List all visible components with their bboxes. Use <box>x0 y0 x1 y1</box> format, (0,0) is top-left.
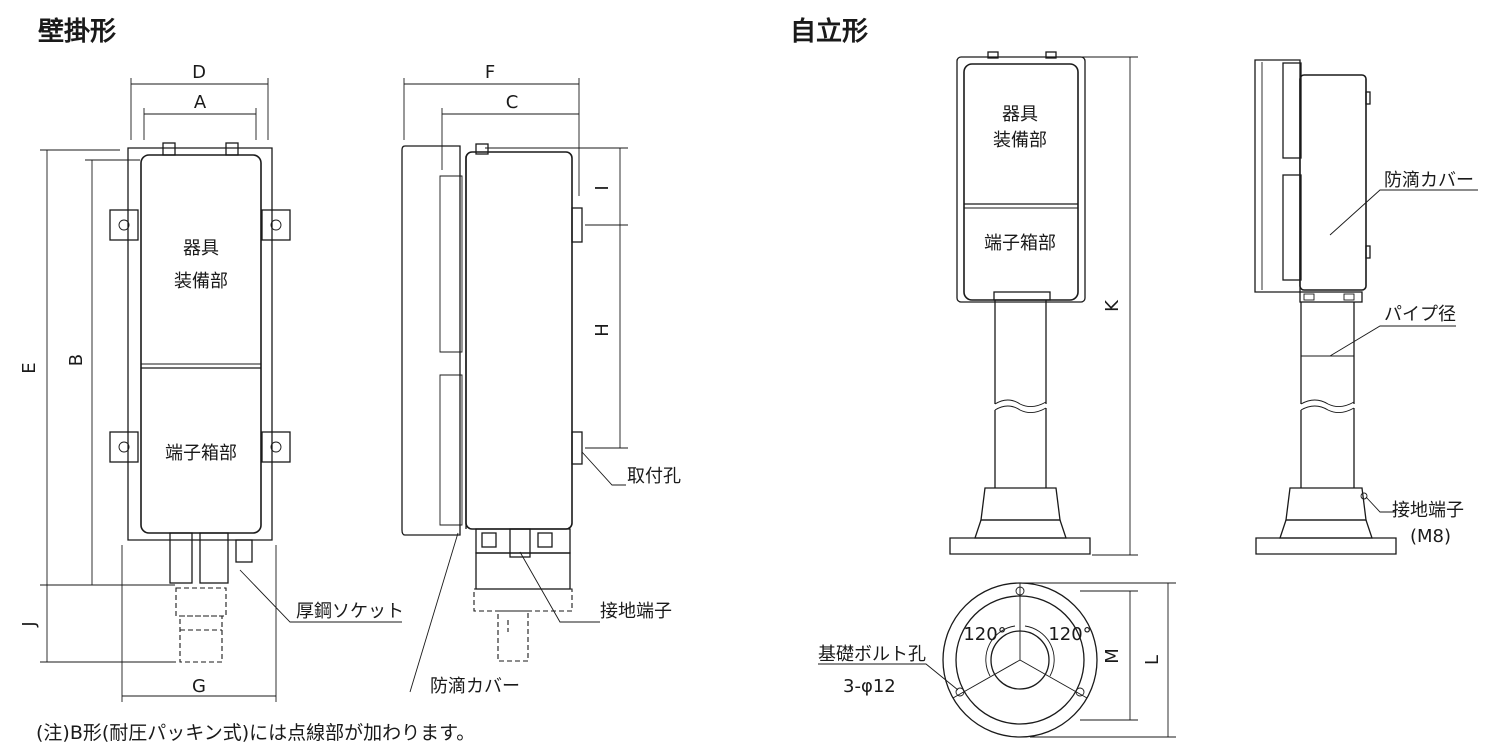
label-bolt-spec: 3-φ12 <box>843 676 896 697</box>
dim-L: L <box>1142 655 1163 665</box>
label-instrument-stand-line1: 器具 <box>1002 104 1038 125</box>
label-mount-hole: 取付孔 <box>627 466 681 487</box>
footnote: (注)B形(耐圧パッキン式)には点線部が加わります。 <box>36 722 475 744</box>
label-thick-socket: 厚鋼ソケット <box>296 601 404 622</box>
label-instrument-line1: 器具 <box>183 238 219 259</box>
side-enclosure-body <box>465 151 573 530</box>
stand-front-view: 器具 装備部 端子箱部 K <box>949 51 1138 556</box>
dim-A: A <box>194 92 207 113</box>
label-ground-terminal-wall: 接地端子 <box>600 601 672 622</box>
wall-front-dimensions: D A E B J G <box>19 62 277 702</box>
label-angle-120-right: 120° <box>1048 624 1091 645</box>
dim-M: M <box>1102 648 1123 664</box>
label-terminal-box-stand: 端子箱部 <box>984 233 1056 254</box>
dim-J: J <box>19 621 40 627</box>
enclosure-body <box>140 154 262 534</box>
wall-side-view: 取付孔 接地端子 防滴カバー <box>401 143 681 697</box>
title-free-standing: 自立形 <box>790 16 868 47</box>
stand-side-view: パイプ径 防滴カバー 接地端子 (M8) <box>1254 59 1478 555</box>
label-ground-terminal-stand: 接地端子 <box>1392 500 1464 521</box>
dim-I: I <box>592 185 613 190</box>
label-instrument-stand-line2: 装備部 <box>993 130 1047 151</box>
label-drip-cover-stand: 防滴カバー <box>1384 170 1474 191</box>
dim-G: G <box>192 676 206 697</box>
label-angle-120-left: 120° <box>963 624 1006 645</box>
label-foundation-bolt: 基礎ボルト孔 <box>818 644 926 665</box>
dim-E: E <box>19 362 40 373</box>
label-instrument-line2: 装備部 <box>174 271 228 292</box>
label-terminal-box: 端子箱部 <box>165 443 237 464</box>
title-wall-mount: 壁掛形 <box>38 16 116 47</box>
label-pipe-diameter: パイプ径 <box>1384 304 1456 325</box>
dim-D: D <box>192 62 206 83</box>
wall-side-dimensions: F C I H <box>403 62 628 449</box>
stand-side-body <box>1299 74 1367 291</box>
stand-enclosure-body <box>963 63 1079 301</box>
stand-plan-view: 120° 120° 基礎ボルト孔 3-φ12 M L <box>818 582 1176 738</box>
wall-front-view: 器具 装備部 端子箱部 厚鋼ソケット <box>109 142 404 663</box>
dim-C: C <box>506 92 519 113</box>
label-m8: (M8) <box>1410 526 1451 547</box>
label-drip-cover-wall: 防滴カバー <box>430 676 520 697</box>
dim-B: B <box>66 354 87 366</box>
dim-F: F <box>485 62 495 83</box>
dim-K: K <box>1102 299 1123 312</box>
dim-H: H <box>592 323 613 337</box>
